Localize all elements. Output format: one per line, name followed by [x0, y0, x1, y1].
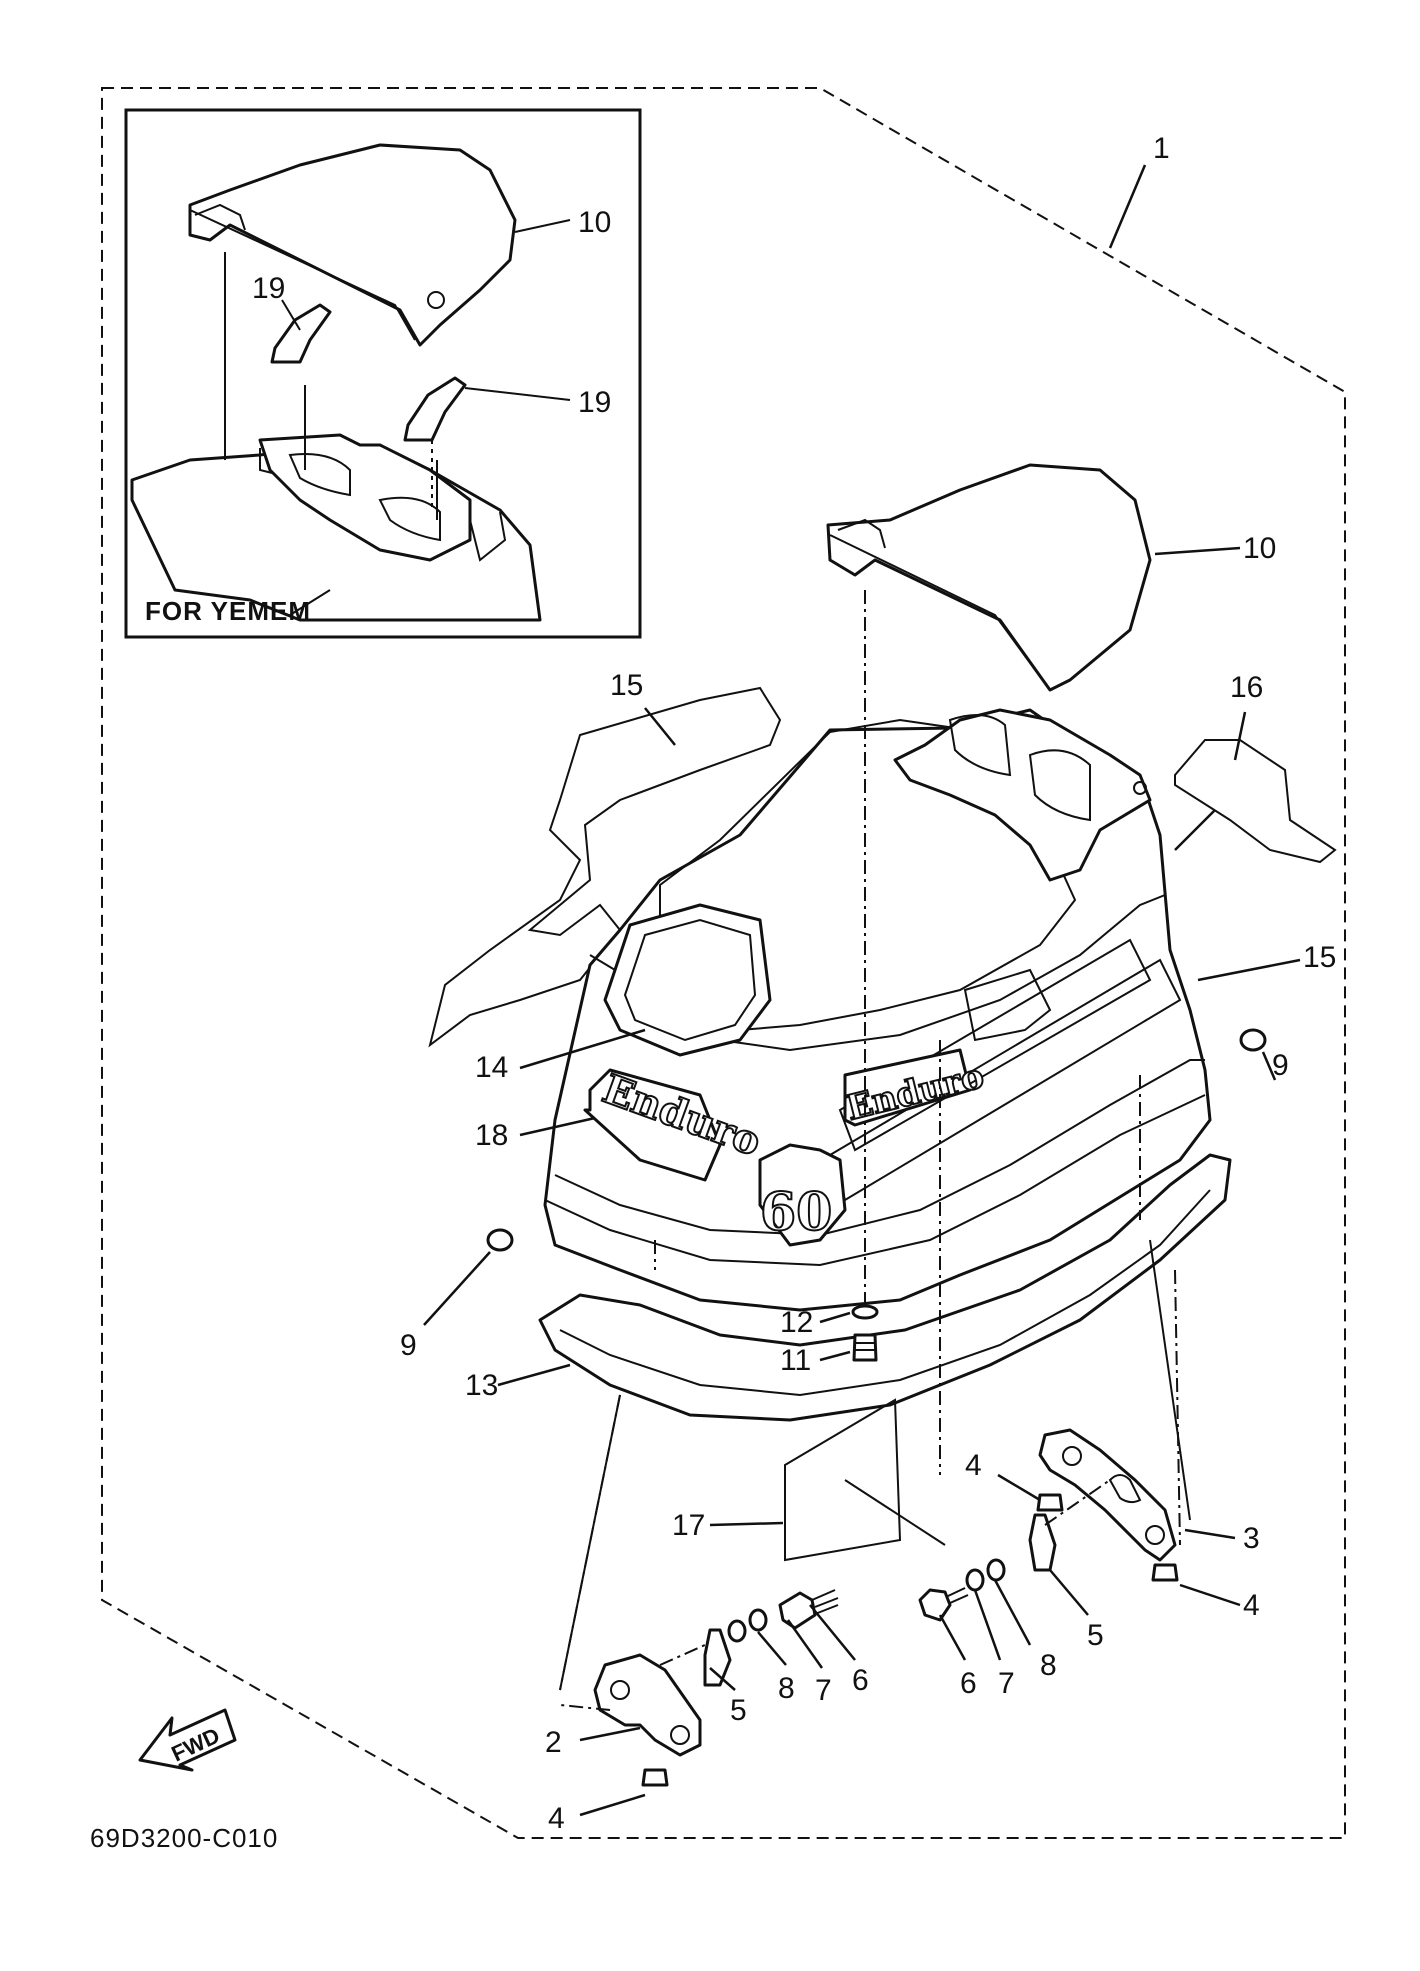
bracket-2 — [593, 1653, 702, 1757]
callout-6-right: 6 — [960, 1667, 977, 1700]
plug-9-left — [486, 1228, 514, 1252]
callout-8-right: 8 — [1040, 1649, 1057, 1682]
callout-1: 1 — [1153, 132, 1170, 165]
callout-18: 18 — [475, 1119, 508, 1152]
grommet-4-b — [1151, 1563, 1179, 1582]
assembly-boundary — [101, 87, 1346, 1839]
bolt-6-right — [918, 1587, 969, 1622]
callout-19-inset-b: 19 — [578, 386, 611, 419]
callout-5-left: 5 — [730, 1694, 747, 1727]
callout-16: 16 — [1230, 671, 1263, 704]
screw-11 — [852, 1333, 878, 1362]
plug-9-right — [1239, 1028, 1267, 1052]
decal-15-left — [428, 686, 782, 1048]
inset-panel — [124, 108, 642, 639]
label-17 — [784, 1398, 902, 1562]
callout-15-right: 15 — [1303, 941, 1336, 974]
inset-title: FOR YEMEM — [145, 596, 311, 626]
callout-3: 3 — [1243, 1522, 1260, 1555]
diagram-code: 69D3200-C010 — [90, 1823, 278, 1853]
grommet-4-a — [1036, 1493, 1064, 1512]
washer-12 — [851, 1304, 879, 1320]
callout-9-left: 9 — [400, 1329, 417, 1362]
callout-10: 10 — [1243, 532, 1276, 565]
callout-17: 17 — [672, 1509, 705, 1542]
model-badge: 60 — [760, 1182, 832, 1243]
clip-5-right — [1028, 1513, 1057, 1572]
forward-arrow-icon: FWD — [138, 1708, 237, 1772]
callout-6-left: 6 — [852, 1664, 869, 1697]
callout-19-inset-a: 19 — [252, 272, 285, 305]
callout-12: 12 — [780, 1306, 813, 1339]
callout-15-left: 15 — [610, 669, 643, 702]
callout-8-left: 8 — [778, 1672, 795, 1705]
callout-7-right: 7 — [998, 1667, 1015, 1700]
callout-7-left: 7 — [815, 1674, 832, 1707]
callout-2: 2 — [545, 1726, 562, 1759]
bracket-3 — [1038, 1428, 1177, 1562]
callout-4-a: 4 — [965, 1449, 982, 1482]
grommet-4-c — [641, 1768, 669, 1787]
callout-14: 14 — [475, 1051, 508, 1084]
callout-10-inset: 10 — [578, 206, 611, 239]
air-scoop-10 — [826, 463, 1152, 692]
clip-5-left — [703, 1628, 732, 1687]
callout-11: 11 — [780, 1344, 811, 1377]
bolt-6-left — [778, 1589, 839, 1630]
seal-13 — [538, 1153, 1232, 1422]
callout-4-c: 4 — [548, 1802, 565, 1835]
decal-16 — [1174, 739, 1337, 864]
callout-9-right: 9 — [1272, 1049, 1289, 1082]
callout-5-right: 5 — [1087, 1619, 1104, 1652]
callout-4-b: 4 — [1243, 1589, 1260, 1622]
callout-13: 13 — [465, 1369, 498, 1402]
